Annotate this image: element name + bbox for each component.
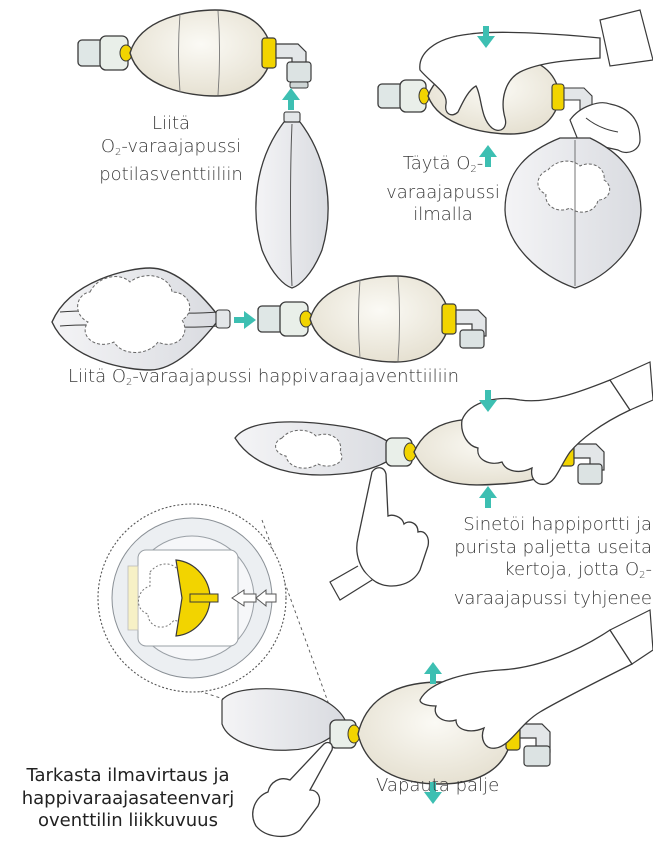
step1-resuscitator-bag bbox=[78, 10, 311, 96]
step4-caption-line2: purista paljetta useita bbox=[430, 537, 652, 560]
step3-o2-reservoir-bag bbox=[52, 268, 230, 370]
step6-caption: Tarkasta ilmavirtaus ja happivaraajasate… bbox=[4, 765, 252, 833]
step2-caption-line1: Täytä O2- bbox=[384, 153, 502, 182]
step2-caption: Täytä O2- varaajapussi ilmalla bbox=[384, 153, 502, 227]
step2-caption-line2: varaajapussi bbox=[384, 182, 502, 205]
step1-caption-line1: Liitä bbox=[96, 113, 246, 136]
step4-caption-line3: kertoja, jotta O2- bbox=[430, 559, 652, 588]
step1-o2-reservoir-bag bbox=[256, 112, 328, 288]
step3-resuscitator-bag bbox=[258, 276, 486, 362]
step4-caption-line1: Sinetöi happiportti ja bbox=[430, 514, 652, 537]
step6-caption-line3: oventtilin liikkuvuus bbox=[4, 810, 252, 833]
step4-finger-seal bbox=[330, 468, 428, 600]
step4-o2-reservoir-bag bbox=[235, 422, 400, 475]
step4-press-arrow-up bbox=[479, 486, 497, 508]
step3-caption: Liitä O2-varaajapussi happivaraajaventti… bbox=[68, 366, 459, 395]
step1-caption-line3: potilasventtiiliin bbox=[96, 164, 246, 187]
step1-caption-line2: O2-varaajapussi bbox=[96, 136, 246, 165]
step5-o2-reservoir-bag bbox=[222, 689, 346, 751]
step4-caption: Sinetöi happiportti ja purista paljetta … bbox=[430, 514, 652, 610]
step2-caption-line3: ilmalla bbox=[384, 204, 502, 227]
step6-caption-line2: happivaraajasateenvarj bbox=[4, 788, 252, 811]
step6-caption-line1: Tarkasta ilmavirtaus ja bbox=[4, 765, 252, 788]
step3-connect-arrow bbox=[234, 311, 256, 329]
step4-caption-line4: varaajapussi tyhjenee bbox=[430, 588, 652, 611]
step5-caption: Vapauta palje bbox=[376, 775, 499, 798]
step1-caption: Liitä O2-varaajapussi potilasventtiiliin bbox=[96, 113, 246, 187]
step6-finger-check bbox=[253, 743, 333, 837]
step2-o2-reservoir-bag bbox=[505, 138, 641, 288]
step1-connect-arrow bbox=[282, 88, 300, 110]
step5-release-arrow-up bbox=[424, 662, 442, 684]
